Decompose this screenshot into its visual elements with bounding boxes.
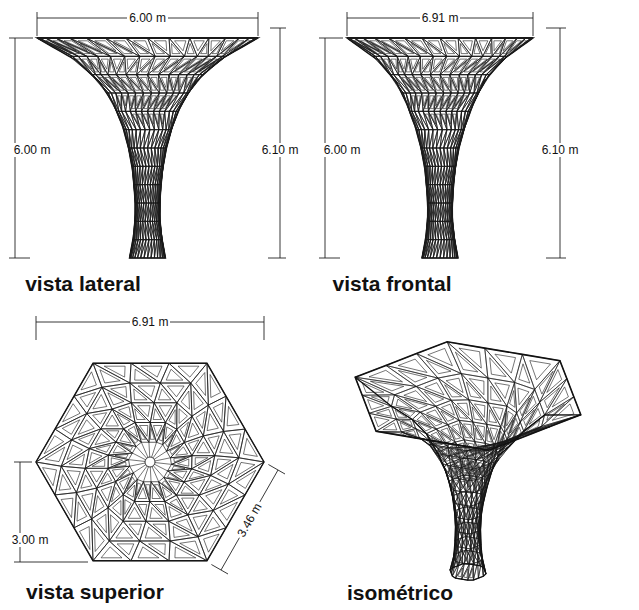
top-view-drawing xyxy=(36,363,264,560)
front-view-drawing xyxy=(347,38,533,258)
side-view-drawing xyxy=(37,38,258,258)
